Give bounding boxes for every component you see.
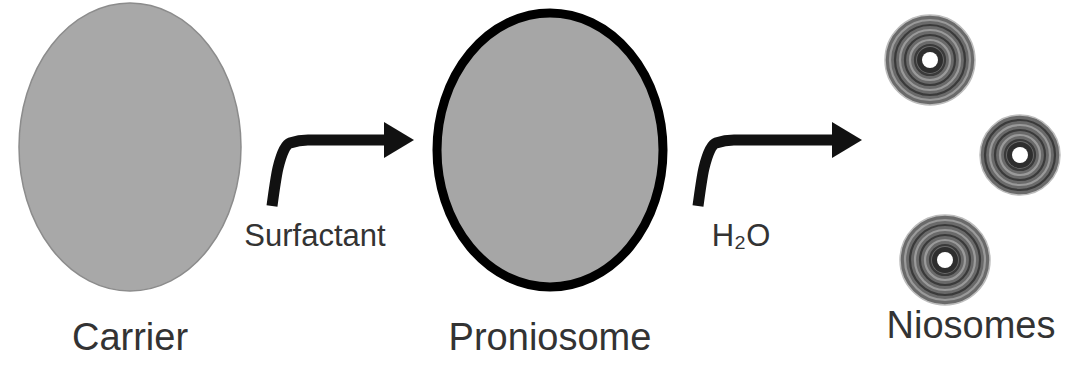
reaction-arrow [698,140,834,206]
proniosome-particle: Proniosome [432,8,668,360]
niosome-vesicle [900,215,990,305]
node-label: Proniosome [432,316,668,360]
reaction-arrow [272,140,386,206]
edge-label: H₂O [710,218,773,254]
node-label: Carrier [18,316,242,360]
carrier-particle: Carrier [18,2,242,360]
niosome-vesicle [885,15,975,105]
niosome-vesicle [980,115,1060,195]
niosome-group: Niosomes [880,12,1062,348]
niosome-group-outline [880,12,1062,312]
proniosome-particle-outline [432,8,668,292]
carrier-particle-outline [18,2,242,292]
edge-label: Surfactant [242,218,387,254]
node-label: Niosomes [880,304,1062,348]
